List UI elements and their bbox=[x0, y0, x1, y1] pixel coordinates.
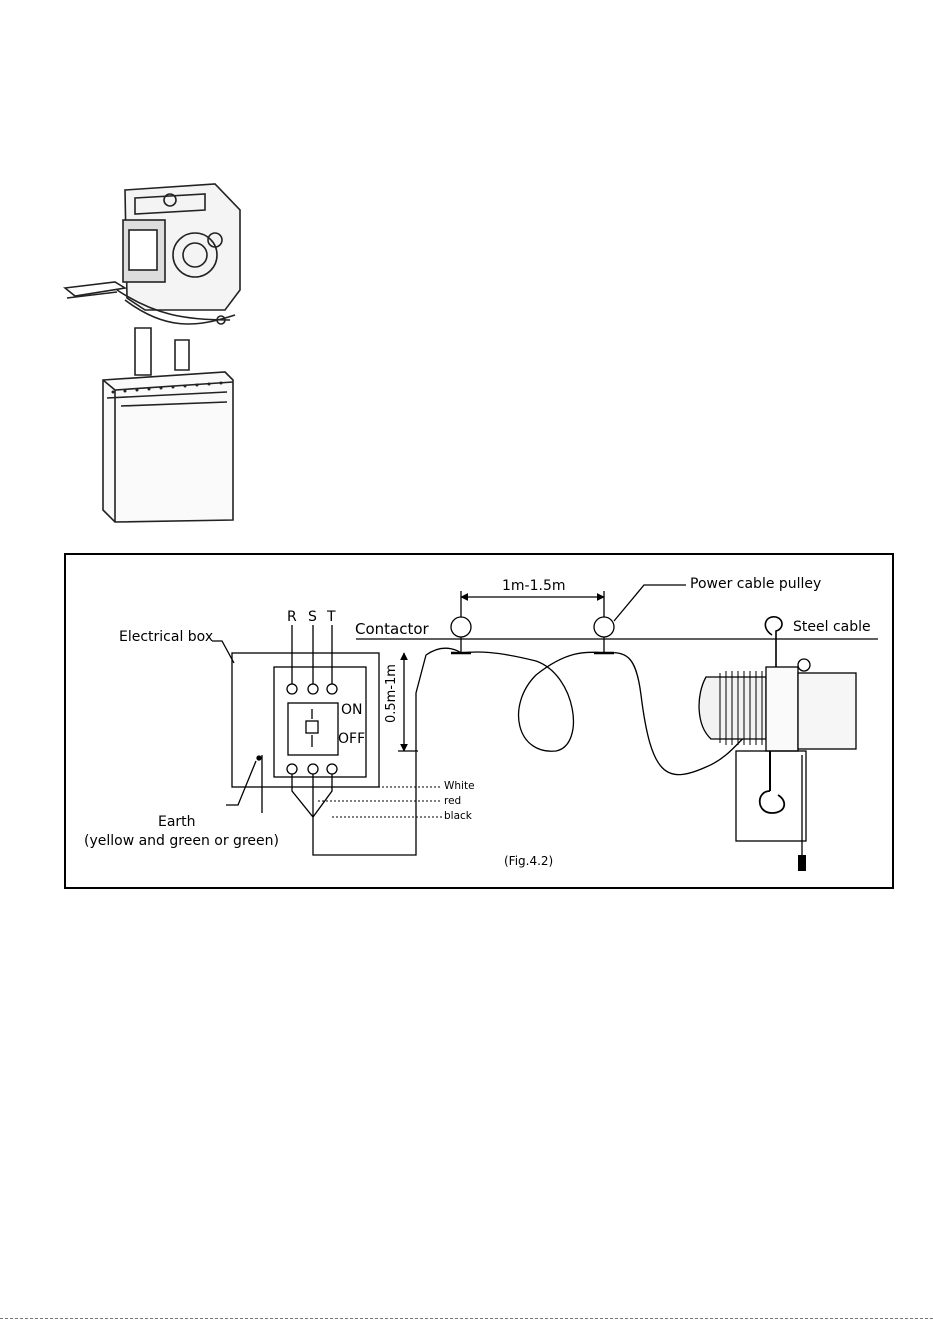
pendant-control bbox=[798, 855, 806, 871]
label-wire-white: White bbox=[444, 781, 475, 792]
label-off: OFF bbox=[338, 732, 365, 746]
label-power-cable-pulley: Power cable pulley bbox=[690, 577, 821, 591]
label-earth: Earth bbox=[158, 815, 196, 829]
label-phase-t: T bbox=[327, 610, 336, 624]
figure-caption: (Fig.4.2) bbox=[504, 855, 553, 867]
wiring-diagram: Electrical box R S T Contactor ON OFF 1m… bbox=[64, 553, 894, 889]
page-bottom-rule bbox=[0, 1318, 933, 1319]
label-phase-s: S bbox=[308, 610, 317, 624]
label-electrical-box: Electrical box bbox=[119, 630, 213, 644]
label-steel-cable: Steel cable bbox=[793, 620, 871, 634]
label-on: ON bbox=[341, 703, 363, 717]
hoist-housing-illustration bbox=[55, 170, 255, 530]
label-span: 1m-1.5m bbox=[502, 579, 566, 593]
label-drop: 0.5m-1m bbox=[384, 664, 399, 723]
label-earth-note: (yellow and green or green) bbox=[84, 834, 279, 848]
label-wire-red: red bbox=[444, 796, 461, 807]
label-wire-black: black bbox=[444, 811, 472, 822]
label-phase-r: R bbox=[287, 610, 297, 624]
label-contactor: Contactor bbox=[355, 622, 429, 637]
